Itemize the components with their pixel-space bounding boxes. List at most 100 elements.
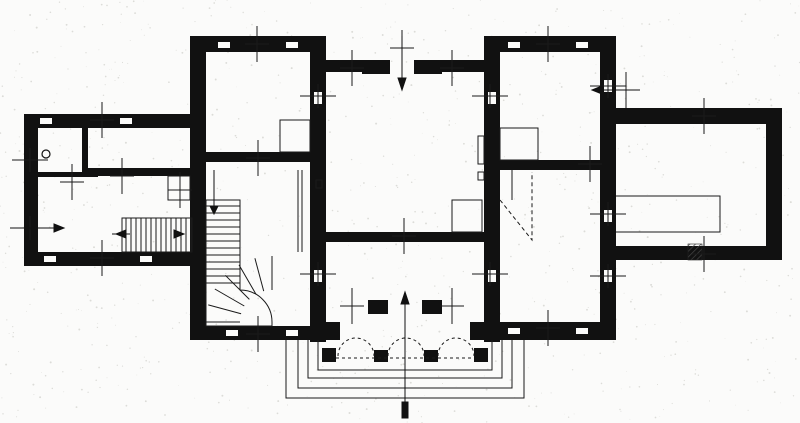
- speckle-dot: [541, 131, 543, 133]
- speckle-dot: [635, 325, 638, 328]
- speckle-dot: [228, 67, 230, 69]
- speckle-dot: [427, 52, 429, 54]
- speckle-dot: [209, 260, 211, 262]
- speckle-dot: [139, 284, 141, 286]
- speckle-dot: [298, 215, 300, 217]
- speckle-dot: [82, 204, 85, 206]
- speckle-dot: [360, 185, 362, 187]
- speckle-dot: [117, 384, 119, 386]
- speckle-dot: [126, 5, 128, 8]
- speckle-dot: [794, 358, 797, 360]
- speckle-dot: [32, 383, 35, 386]
- speckle-dot: [533, 300, 536, 303]
- speckle-dot: [91, 344, 93, 346]
- speckle-dot: [618, 328, 619, 330]
- speckle-dot: [99, 386, 101, 389]
- speckle-dot: [152, 240, 155, 243]
- speckle-dot: [674, 353, 677, 356]
- speckle-dot: [135, 336, 137, 338]
- speckle-dot: [623, 25, 625, 27]
- speckle-dot: [398, 93, 400, 95]
- speckle-dot: [424, 395, 426, 397]
- speckle-dot: [48, 226, 51, 228]
- speckle-dot: [40, 155, 43, 157]
- speckle-dot: [422, 38, 425, 41]
- speckle-dot: [637, 143, 639, 145]
- speckle-dot: [775, 361, 776, 362]
- speckle-dot: [2, 413, 4, 415]
- speckle-dot: [629, 418, 631, 420]
- speckle-dot: [367, 258, 369, 260]
- speckle-dot: [361, 37, 363, 39]
- speckle-dot: [33, 288, 36, 291]
- speckle-dot: [697, 374, 700, 376]
- speckle-dot: [779, 74, 781, 76]
- portico-pier-3: [424, 350, 438, 362]
- wall-right-block-bottom: [484, 322, 616, 340]
- speckle-dot: [541, 70, 542, 72]
- speckle-dot: [619, 83, 621, 85]
- speckle-dot: [723, 291, 726, 294]
- speckle-dot: [232, 125, 234, 127]
- speckle-dot: [567, 416, 570, 418]
- speckle-dot: [286, 31, 289, 34]
- speckle-dot: [22, 143, 24, 145]
- speckle-dot: [126, 388, 129, 391]
- speckle-dot: [464, 160, 467, 163]
- speckle-dot: [540, 151, 542, 154]
- speckle-dot: [217, 401, 220, 404]
- speckle-dot: [724, 338, 726, 340]
- speckle-dot: [111, 317, 113, 319]
- speckle-dot: [690, 186, 692, 187]
- speckle-dot: [777, 34, 779, 36]
- wall-central-top-pier-r: [414, 60, 442, 74]
- speckle-dot: [88, 146, 91, 148]
- speckle-dot: [171, 327, 174, 329]
- speckle-dot: [13, 30, 15, 32]
- speckle-dot: [331, 209, 334, 212]
- speckle-dot: [426, 119, 428, 121]
- speckle-dot: [683, 383, 685, 386]
- speckle-dot: [555, 10, 557, 12]
- speckle-dot: [132, 183, 134, 185]
- speckle-dot: [72, 188, 74, 190]
- speckle-dot: [5, 175, 7, 177]
- speckle-dot: [503, 21, 504, 22]
- speckle-dot: [267, 384, 269, 386]
- speckle-dot: [478, 208, 480, 210]
- speckle-dot: [279, 82, 281, 84]
- speckle-dot: [662, 174, 665, 176]
- speckle-dot: [578, 247, 581, 250]
- speckle-dot: [725, 151, 727, 153]
- speckle-dot: [422, 112, 425, 114]
- speckle-dot: [233, 339, 235, 341]
- speckle-dot: [739, 229, 741, 231]
- speckle-dot: [101, 23, 104, 26]
- speckle-dot: [240, 247, 242, 249]
- speckle-dot: [98, 49, 100, 51]
- speckle-dot: [603, 9, 605, 12]
- speckle-dot: [513, 198, 516, 200]
- speckle-dot: [776, 312, 777, 314]
- speckle-dot: [694, 373, 697, 375]
- speckle-dot: [544, 298, 546, 300]
- speckle-dot: [763, 136, 765, 139]
- speckle-dot: [341, 375, 343, 377]
- speckle-dot: [630, 228, 632, 230]
- speckle-dot: [359, 418, 361, 420]
- speckle-dot: [737, 73, 740, 76]
- speckle-dot: [541, 392, 542, 394]
- speckle-dot: [706, 198, 708, 200]
- speckle-dot: [49, 11, 52, 14]
- speckle-dot: [20, 89, 22, 91]
- speckle-dot: [35, 26, 38, 29]
- speckle-dot: [249, 34, 252, 37]
- speckle-dot: [413, 30, 416, 33]
- speckle-dot: [725, 82, 728, 85]
- speckle-dot: [571, 267, 574, 270]
- entry-arrows: [10, 36, 640, 419]
- speckle-dot: [429, 258, 431, 260]
- speckle-dot: [468, 14, 470, 16]
- speckle-dot: [663, 74, 665, 77]
- speckle-dot: [250, 64, 253, 67]
